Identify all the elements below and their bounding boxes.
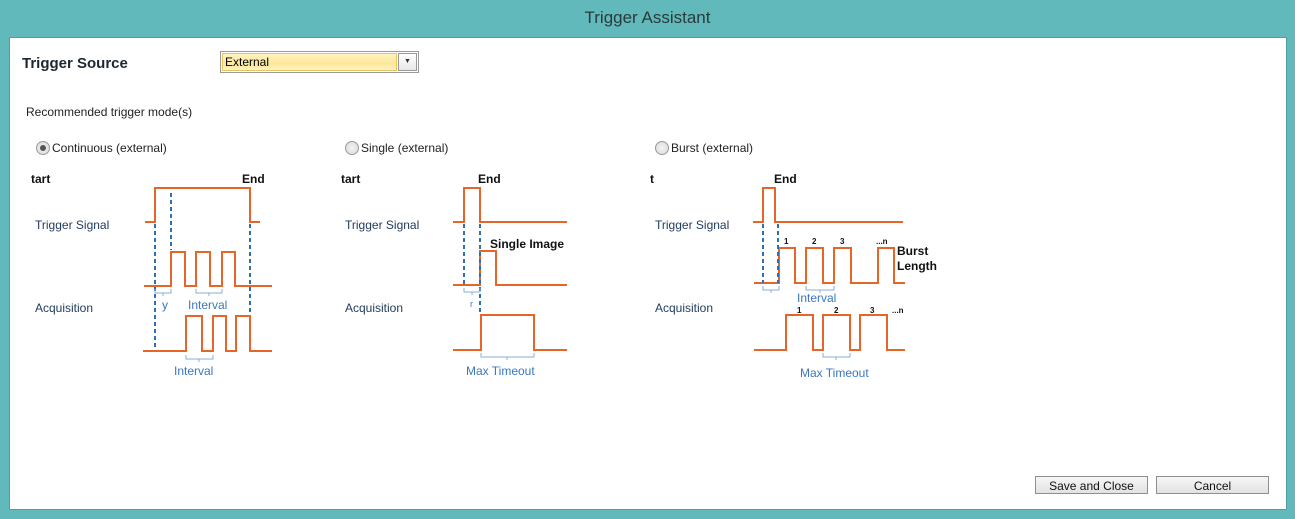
trigger-signal-label: Trigger Signal: [35, 218, 110, 232]
cancel-button[interactable]: Cancel: [1156, 476, 1269, 494]
radio-icon: [345, 141, 359, 155]
burst-trigger-wave: [753, 187, 903, 223]
trigger-source-label: Trigger Source: [22, 55, 128, 72]
trigger-signal-label: Trigger Signal: [345, 218, 420, 232]
single-acq-wave-1: [453, 250, 567, 286]
continuous-trigger-wave: [145, 187, 260, 223]
trigger-source-value: External: [222, 53, 397, 71]
burst-acq-wave-1: [754, 247, 905, 284]
acq-number: 2: [834, 306, 839, 315]
radio-label: Continuous (external): [52, 141, 167, 155]
marker-line: [762, 224, 779, 283]
radio-selected-icon: [36, 141, 50, 155]
single-acq-wave-2: [453, 314, 567, 351]
delay-label: y: [162, 298, 168, 312]
brace: [463, 288, 481, 295]
brace: [762, 286, 780, 293]
burst-number: 2: [812, 237, 817, 246]
chevron-down-icon[interactable]: ▼: [398, 53, 417, 71]
acq-number: 1: [797, 306, 802, 315]
end-label: End: [478, 172, 501, 186]
interval-label: Interval: [188, 298, 228, 312]
burst-number: 1: [784, 237, 789, 246]
radio-single[interactable]: Single (external): [345, 141, 448, 155]
acquisition-label: Acquisition: [35, 301, 94, 315]
brace: [195, 289, 223, 296]
brace: [480, 353, 535, 360]
single-image-label: Single Image: [490, 237, 565, 251]
window-title: Trigger Assistant: [584, 8, 711, 27]
radio-label: Single (external): [361, 141, 449, 155]
continuous-acq-wave-1: [144, 251, 272, 287]
burst-length-label-1: Burst: [897, 244, 929, 258]
acq-number: 3: [870, 306, 875, 315]
max-timeout-label: Max Timeout: [466, 364, 535, 378]
interval-label: Interval: [174, 364, 214, 378]
start-label: tart: [31, 172, 51, 186]
recommended-label: Recommended trigger mode(s): [26, 105, 193, 119]
acquisition-label: Acquisition: [655, 301, 714, 315]
burst-number: ...n: [876, 237, 888, 246]
brace: [805, 286, 835, 293]
radio-burst[interactable]: Burst (external): [655, 141, 753, 155]
burst-acq-wave-2: [754, 314, 905, 351]
single-trigger-wave: [453, 187, 567, 223]
brace: [185, 355, 214, 362]
start-label: tart: [341, 172, 361, 186]
trigger-signal-label: Trigger Signal: [655, 218, 730, 232]
end-label: End: [774, 172, 797, 186]
brace: [154, 289, 172, 296]
burst-length-label-2: Length: [897, 259, 937, 273]
marker-line: [463, 224, 481, 315]
start-label: t: [650, 172, 654, 186]
trigger-source-dropdown[interactable]: External ▼: [220, 51, 419, 73]
radio-continuous[interactable]: Continuous (external): [36, 141, 167, 155]
max-timeout-label: Max Timeout: [800, 366, 869, 380]
continuous-acq-wave-2: [143, 315, 272, 352]
delay-label: r: [470, 299, 473, 309]
save-and-close-button[interactable]: Save and Close: [1035, 476, 1148, 494]
brace: [822, 353, 851, 360]
acquisition-label: Acquisition: [345, 301, 404, 315]
interval-label: Interval: [797, 291, 837, 305]
burst-number: 3: [840, 237, 845, 246]
marker-line: [154, 193, 251, 350]
radio-label: Burst (external): [671, 141, 754, 155]
radio-icon: [655, 141, 669, 155]
end-label: End: [242, 172, 265, 186]
acq-number: ...n: [892, 306, 904, 315]
